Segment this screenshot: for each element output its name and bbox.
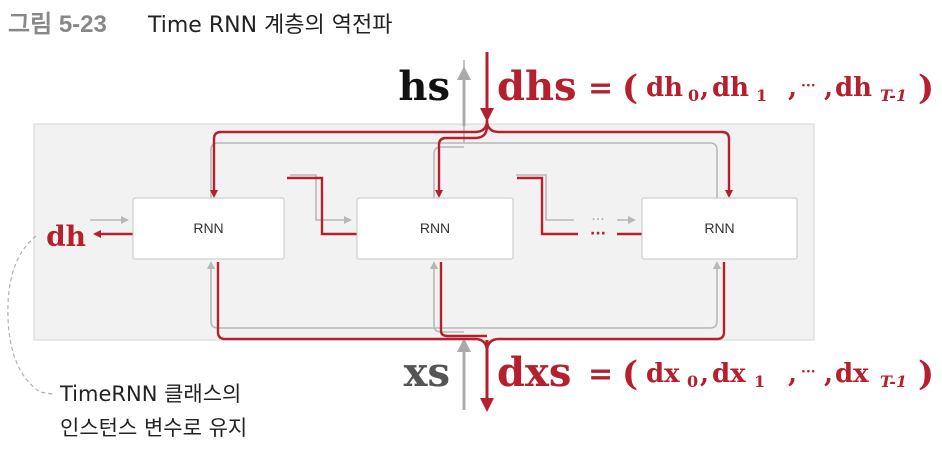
dhs-term-2: ··· [801, 78, 816, 94]
dhs-label: dhs [497, 63, 577, 110]
ellipsis-backward: ··· [590, 226, 606, 242]
dhs-close-paren: ) [918, 68, 934, 108]
dhs-sep-1: , [788, 73, 797, 103]
dhs-sep-2: , [824, 73, 833, 103]
rnn-node-3: RNN [641, 197, 798, 260]
dxs-term-0: dx [646, 359, 680, 389]
dxs-term-3-sub: T-1 [880, 372, 907, 391]
dxs-term-2: ··· [801, 364, 816, 380]
backward-dh-lines [210, 119, 733, 198]
figure-title: Time RNN 계층의 역전파 [147, 13, 392, 38]
rnn-node-1: RNN [132, 197, 285, 260]
dhs-term-3-sub: T-1 [880, 86, 907, 105]
dhs-sep-0: , [700, 73, 709, 103]
dh-label: dh [46, 220, 86, 253]
rnn-node-3-label: RNN [704, 220, 734, 236]
dxs-sep-0: , [700, 359, 709, 389]
note-line-1: TimeRNN 클래스의 [59, 382, 241, 406]
xs-label: xs [404, 349, 450, 396]
dxs-open-paren: ( [622, 354, 638, 394]
rnn-node-2-label: RNN [420, 220, 450, 236]
dxs-equals: = [588, 357, 613, 392]
rnn-node-2: RNN [356, 197, 514, 260]
rnn-node-1-label: RNN [193, 220, 223, 236]
figure-caption: 그림 5-23 Time RNN 계층의 역전파 [8, 11, 392, 38]
dhs-term-0-sub: 0 [688, 86, 699, 105]
dxs-term-0-sub: 0 [687, 372, 698, 391]
dxs-formula: dxs = ( dx 0 , dx 1 , ··· , dx T-1 ) [497, 349, 934, 396]
dhs-open-paren: ( [622, 68, 638, 108]
dxs-term-3: dx [835, 359, 869, 389]
dxs-term-1: dx [712, 359, 746, 389]
dhs-term-0: dh [646, 73, 683, 103]
dhs-equals: = [588, 71, 613, 106]
dhs-term-1-sub: 1 [756, 86, 767, 105]
dxs-sep-2: , [824, 359, 833, 389]
dxs-close-paren: ) [918, 354, 934, 394]
dhs-term-1: dh [712, 73, 749, 103]
note-line-2: 인스턴스 변수로 유지 [60, 416, 247, 440]
dhs-formula: dhs = ( dh 0 , dh 1 , ··· , dh T-1 ) [497, 63, 934, 110]
figure-number: 그림 5-23 [8, 11, 107, 38]
dhs-term-3: dh [835, 73, 872, 103]
dxs-label: dxs [497, 349, 571, 396]
dh-callout-line [7, 235, 53, 395]
backward-hidden-lines [93, 176, 642, 238]
dxs-term-1-sub: 1 [754, 372, 765, 391]
hs-label: hs [398, 63, 450, 110]
dxs-sep-1: , [788, 359, 797, 389]
forward-hidden-lines [90, 174, 636, 224]
ellipsis-forward: ··· [591, 212, 604, 228]
